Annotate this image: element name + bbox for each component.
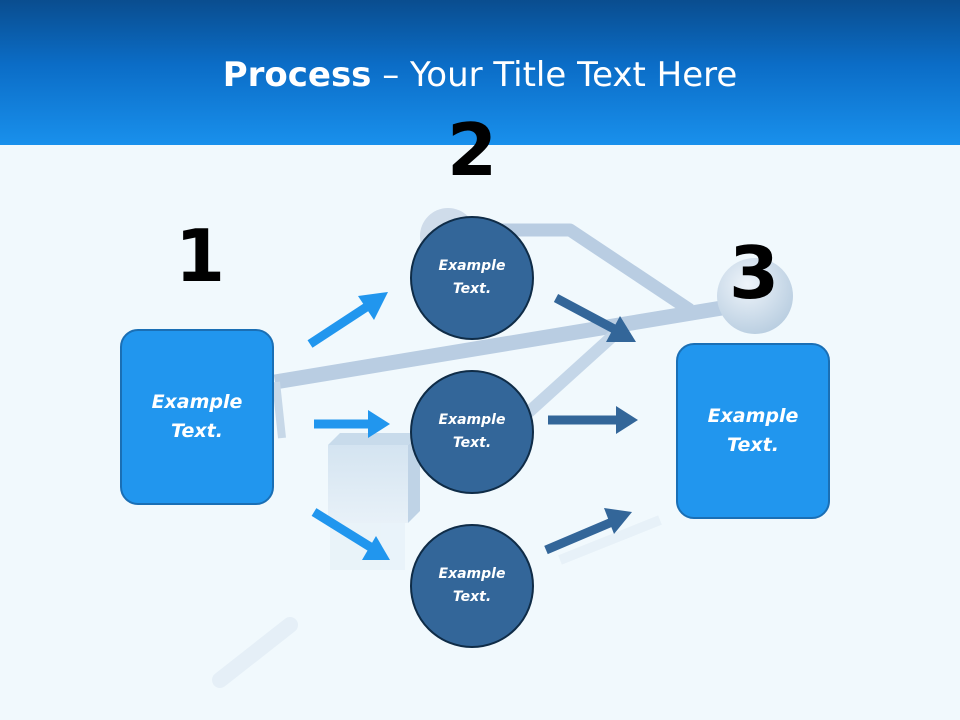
step-3-text: Example Text. — [707, 405, 799, 456]
title-bold: Process — [222, 55, 372, 95]
cube-shape — [328, 433, 420, 523]
step-2-circle-1-text: Example Text. — [438, 258, 506, 297]
arrows-to-stage-2 — [307, 292, 390, 560]
arrow-circle-3-to-3 — [544, 517, 614, 555]
header-banner — [0, 0, 960, 145]
step-2-circle-3-text: Example Text. — [438, 566, 506, 605]
arrows-to-stage-3 — [544, 294, 638, 555]
arrow-circle-3-to-3-head — [604, 508, 632, 534]
step-1-text: Example Text. — [151, 391, 243, 442]
arrow-circle-2-to-3-head — [616, 406, 638, 434]
step-2-circle-3: Example Text. — [410, 524, 534, 648]
sphere-right — [717, 258, 793, 334]
arrow-1-to-circle-3 — [311, 508, 375, 552]
arrow-1-to-circle-3-head — [362, 536, 390, 560]
slide-title: Process – Your Title Text Here — [0, 52, 960, 98]
arrow-circle-1-to-3-head — [606, 316, 636, 342]
step-2-number: 2 — [446, 108, 498, 192]
step-1-number: 1 — [174, 214, 226, 298]
step-3-box: Example Text. — [676, 343, 830, 519]
step-3-number: 3 — [728, 231, 780, 315]
title-rest: – Your Title Text Here — [371, 55, 738, 95]
step-2-circle-2: Example Text. — [410, 370, 534, 494]
step-2-circle-1: Example Text. — [410, 216, 534, 340]
arrow-1-to-circle-1 — [307, 302, 371, 348]
arrow-1-to-circle-2-head — [368, 410, 390, 438]
step-2-circle-2-text: Example Text. — [438, 412, 506, 451]
step-1-box: Example Text. — [120, 329, 274, 505]
arrow-1-to-circle-1-head — [358, 292, 388, 320]
arrow-circle-1-to-3 — [553, 294, 619, 334]
